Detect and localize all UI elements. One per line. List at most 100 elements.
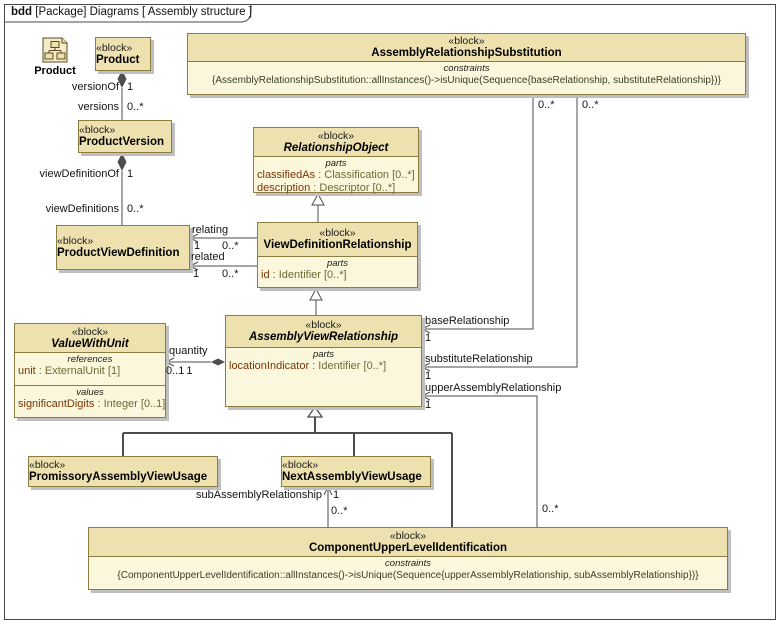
stereotype: «block» xyxy=(448,35,485,47)
parts-compartment: parts locationIndicator : Identifier [0.… xyxy=(226,348,421,373)
stereotype: «block» xyxy=(29,459,66,471)
block-name: RelationshipObject xyxy=(283,141,389,154)
block-promissory-assembly-view-usage[interactable]: «block» PromissoryAssemblyViewUsage xyxy=(28,456,218,487)
stereotype: «block» xyxy=(282,459,319,471)
block-view-definition-relationship[interactable]: «block» ViewDefinitionRelationship parts… xyxy=(257,222,418,288)
open-arrowhead xyxy=(188,261,199,271)
role-label-relating: relating xyxy=(192,224,229,236)
product-diagram-icon[interactable] xyxy=(40,37,70,64)
stereotype: «block» xyxy=(79,124,116,136)
constraint-text: {AssemblyRelationshipSubstitution::allIn… xyxy=(212,75,721,86)
edge-upper-assembly-relationship xyxy=(420,391,538,527)
frame-title-text: [Package] Diagrams [ Assembly structure … xyxy=(32,6,252,18)
mult-label-relating-near: 1 xyxy=(194,240,201,252)
part-property: classifiedAs : Classification [0..*] xyxy=(257,169,415,181)
edge-substitute-relationship xyxy=(420,95,578,372)
mult-label-substituteRelationship-far: 0..* xyxy=(582,99,599,111)
edge-versions-composition xyxy=(117,70,127,120)
stereotype: «block» xyxy=(71,325,109,338)
mult-label-viewDefinitions: 0..* xyxy=(127,203,144,215)
mult-label-substituteRelationship-near: 1 xyxy=(425,370,432,382)
product-icon-label: Product xyxy=(34,65,76,77)
stereotype: «block» xyxy=(305,319,342,331)
block-next-assembly-view-usage[interactable]: «block» NextAssemblyViewUsage xyxy=(281,456,431,487)
generalization-triangle xyxy=(309,287,323,301)
mult-label-relating-far: 0..* xyxy=(222,240,239,252)
compartment-label: parts xyxy=(312,349,335,360)
role-label-viewDefinitionOf: viewDefinitionOf xyxy=(39,168,119,180)
mult-label-subAssemblyRelationship-far: 0..* xyxy=(331,505,348,517)
role-label-baseRelationship: baseRelationship xyxy=(425,315,510,327)
block-header: «block» RelationshipObject xyxy=(254,128,418,157)
compartment-label: constraints xyxy=(443,63,490,74)
stereotype: «block» xyxy=(317,129,355,142)
edge-view-definitions-composition xyxy=(117,153,127,225)
mult-label-related-near: 1 xyxy=(193,268,200,280)
generalization-triangle xyxy=(306,405,324,418)
open-arrowhead xyxy=(420,391,431,401)
block-header: «block» ComponentUpperLevelIdentificatio… xyxy=(89,528,727,557)
constraints-compartment: constraints {ComponentUpperLevelIdentifi… xyxy=(89,557,727,582)
block-name: ProductVersion xyxy=(79,136,164,148)
block-name: PromissoryAssemblyViewUsage xyxy=(29,471,208,483)
generalization-triangle xyxy=(311,192,325,206)
generalization-lines xyxy=(122,192,453,527)
block-name: ValueWithUnit xyxy=(51,337,129,350)
role-label-versionOf: versionOf xyxy=(71,81,119,93)
block-assembly-view-relationship[interactable]: «block» AssemblyViewRelationship parts l… xyxy=(225,315,422,407)
mult-label-related-far: 0..* xyxy=(222,268,239,280)
block-name: AssemblyViewRelationship xyxy=(248,331,399,343)
part-property: description : Descriptor [0..*] xyxy=(257,182,396,194)
block-product-view-definition[interactable]: «block» ProductViewDefinition xyxy=(56,225,190,270)
composite-diamond xyxy=(117,153,127,171)
block-component-upper-level-identification[interactable]: «block» ComponentUpperLevelIdentificatio… xyxy=(88,527,728,590)
block-product-version[interactable]: «block» ProductVersion xyxy=(78,120,172,153)
block-name: ViewDefinitionRelationship xyxy=(263,239,412,251)
role-label-versions: versions xyxy=(78,101,119,113)
block-name: Product xyxy=(96,53,140,66)
mult-label-subAssemblyRelationship-near: 1 xyxy=(333,489,340,501)
open-arrowhead xyxy=(188,233,199,243)
block-value-with-unit[interactable]: «block» ValueWithUnit references unit : … xyxy=(14,323,166,418)
reference-property: unit : ExternalUnit [1] xyxy=(18,365,121,377)
compartment-label: parts xyxy=(325,158,347,169)
frame-title: bdd [Package] Diagrams [ Assembly struct… xyxy=(11,6,252,18)
composite-diamond xyxy=(117,70,127,88)
compartment-label: constraints xyxy=(385,558,431,569)
role-label-viewDefinitions: viewDefinitions xyxy=(45,203,119,215)
mult-label-baseRelationship-far: 0..* xyxy=(538,99,555,111)
constraint-text: {ComponentUpperLevelIdentification::allI… xyxy=(117,570,699,581)
association-lines xyxy=(117,70,578,527)
part-property: locationIndicator : Identifier [0..*] xyxy=(229,360,387,372)
part-property: id : Identifier [0..*] xyxy=(261,269,347,281)
mult-label-baseRelationship-near: 1 xyxy=(425,332,432,344)
open-arrowhead xyxy=(420,362,431,372)
mult-label-versionOf: 1 xyxy=(127,81,134,93)
mult-label-upperAssemblyRelationship-far: 0..* xyxy=(542,503,559,515)
block-header: «block» ViewDefinitionRelationship xyxy=(258,223,417,257)
constraints-compartment: constraints {AssemblyRelationshipSubstit… xyxy=(188,62,745,87)
compartment-label: parts xyxy=(326,258,349,269)
stereotype: «block» xyxy=(389,529,427,542)
stereotype: «block» xyxy=(57,235,94,247)
parts-compartment: parts id : Identifier [0..*] xyxy=(258,257,417,282)
block-header: «block» AssemblyViewRelationship xyxy=(226,316,421,348)
compartment-label: references xyxy=(67,354,113,365)
page-tree-icon xyxy=(42,37,68,63)
role-label-subAssemblyRelationship: subAssemblyRelationship xyxy=(196,489,322,501)
edge-sub-assembly-relationship xyxy=(323,485,333,527)
mult-label-upperAssemblyRelationship-near: 1 xyxy=(425,399,432,411)
block-name: ProductViewDefinition xyxy=(57,247,180,259)
diagram-frame xyxy=(4,4,776,620)
gen-avr-to-vdr xyxy=(309,287,323,315)
block-product[interactable]: «block» Product xyxy=(95,37,151,71)
block-relationship-object[interactable]: «block» RelationshipObject parts classif… xyxy=(253,127,419,194)
mult-label-viewDefinitionOf: 1 xyxy=(127,168,134,180)
block-assembly-relationship-substitution[interactable]: «block» AssemblyRelationshipSubstitution… xyxy=(187,33,746,95)
block-header: «block» ValueWithUnit xyxy=(15,324,165,353)
block-name: NextAssemblyViewUsage xyxy=(282,471,422,483)
role-label-upperAssemblyRelationship: upperAssemblyRelationship xyxy=(425,382,562,394)
references-compartment: references unit : ExternalUnit [1] xyxy=(15,353,165,386)
